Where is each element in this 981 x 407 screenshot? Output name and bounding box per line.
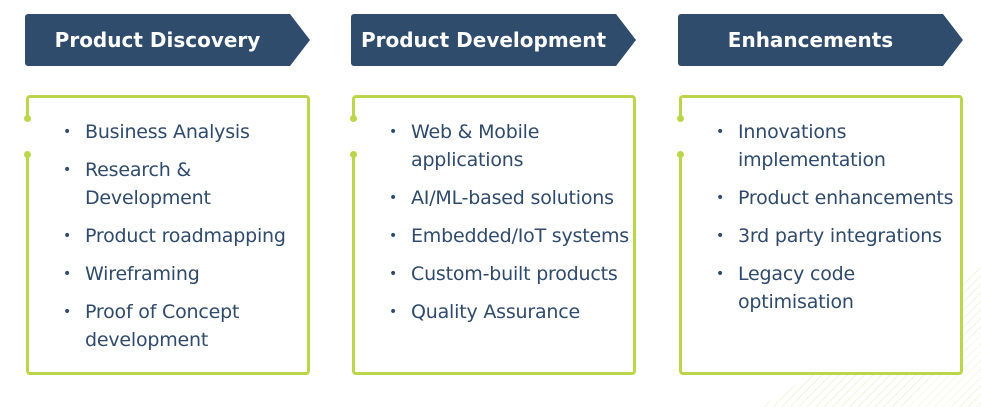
connector-dot bbox=[24, 115, 31, 122]
column-header: Enhancements bbox=[678, 14, 963, 66]
list-item: AI/ML-based solutions bbox=[389, 184, 633, 212]
item-box: Web & Mobile applicationsAI/ML-based sol… bbox=[350, 95, 636, 375]
list-item: Business Analysis bbox=[63, 118, 307, 146]
list-item: Product enhancements bbox=[716, 184, 960, 212]
column-2: Product Development Web & Mobile applica… bbox=[350, 0, 641, 407]
connector-dot bbox=[677, 115, 684, 122]
list-item: 3rd party integrations bbox=[716, 222, 960, 250]
list-item: Embedded/IoT systems bbox=[389, 222, 633, 250]
list-item: Quality Assurance bbox=[389, 298, 633, 326]
border-gap bbox=[351, 120, 356, 156]
list-item: Product roadmapping bbox=[63, 222, 307, 250]
list-item: Proof of Concept development bbox=[63, 298, 307, 354]
connector-dot bbox=[350, 115, 357, 122]
connector-dot bbox=[24, 151, 31, 158]
border-gap bbox=[25, 120, 30, 156]
connector-dot bbox=[350, 151, 357, 158]
item-list: Web & Mobile applicationsAI/ML-based sol… bbox=[389, 118, 633, 336]
list-item: Web & Mobile applications bbox=[389, 118, 633, 174]
item-box: Business AnalysisResearch & DevelopmentP… bbox=[24, 95, 310, 375]
list-item: Innovations implementation bbox=[716, 118, 960, 174]
list-item: Legacy code optimisation bbox=[716, 260, 960, 316]
item-box: Innovations implementationProduct enhanc… bbox=[677, 95, 963, 375]
column-header: Product Discovery bbox=[25, 14, 310, 66]
column-3: Enhancements Innovations implementationP… bbox=[677, 0, 968, 407]
list-item: Research & Development bbox=[63, 156, 307, 212]
list-item: Wireframing bbox=[63, 260, 307, 288]
column-1: Product Discovery Business AnalysisResea… bbox=[24, 0, 315, 407]
item-list: Business AnalysisResearch & DevelopmentP… bbox=[63, 118, 307, 364]
item-list: Innovations implementationProduct enhanc… bbox=[716, 118, 960, 326]
connector-dot bbox=[677, 151, 684, 158]
list-item: Custom-built products bbox=[389, 260, 633, 288]
column-header: Product Development bbox=[351, 14, 636, 66]
border-gap bbox=[678, 120, 683, 156]
